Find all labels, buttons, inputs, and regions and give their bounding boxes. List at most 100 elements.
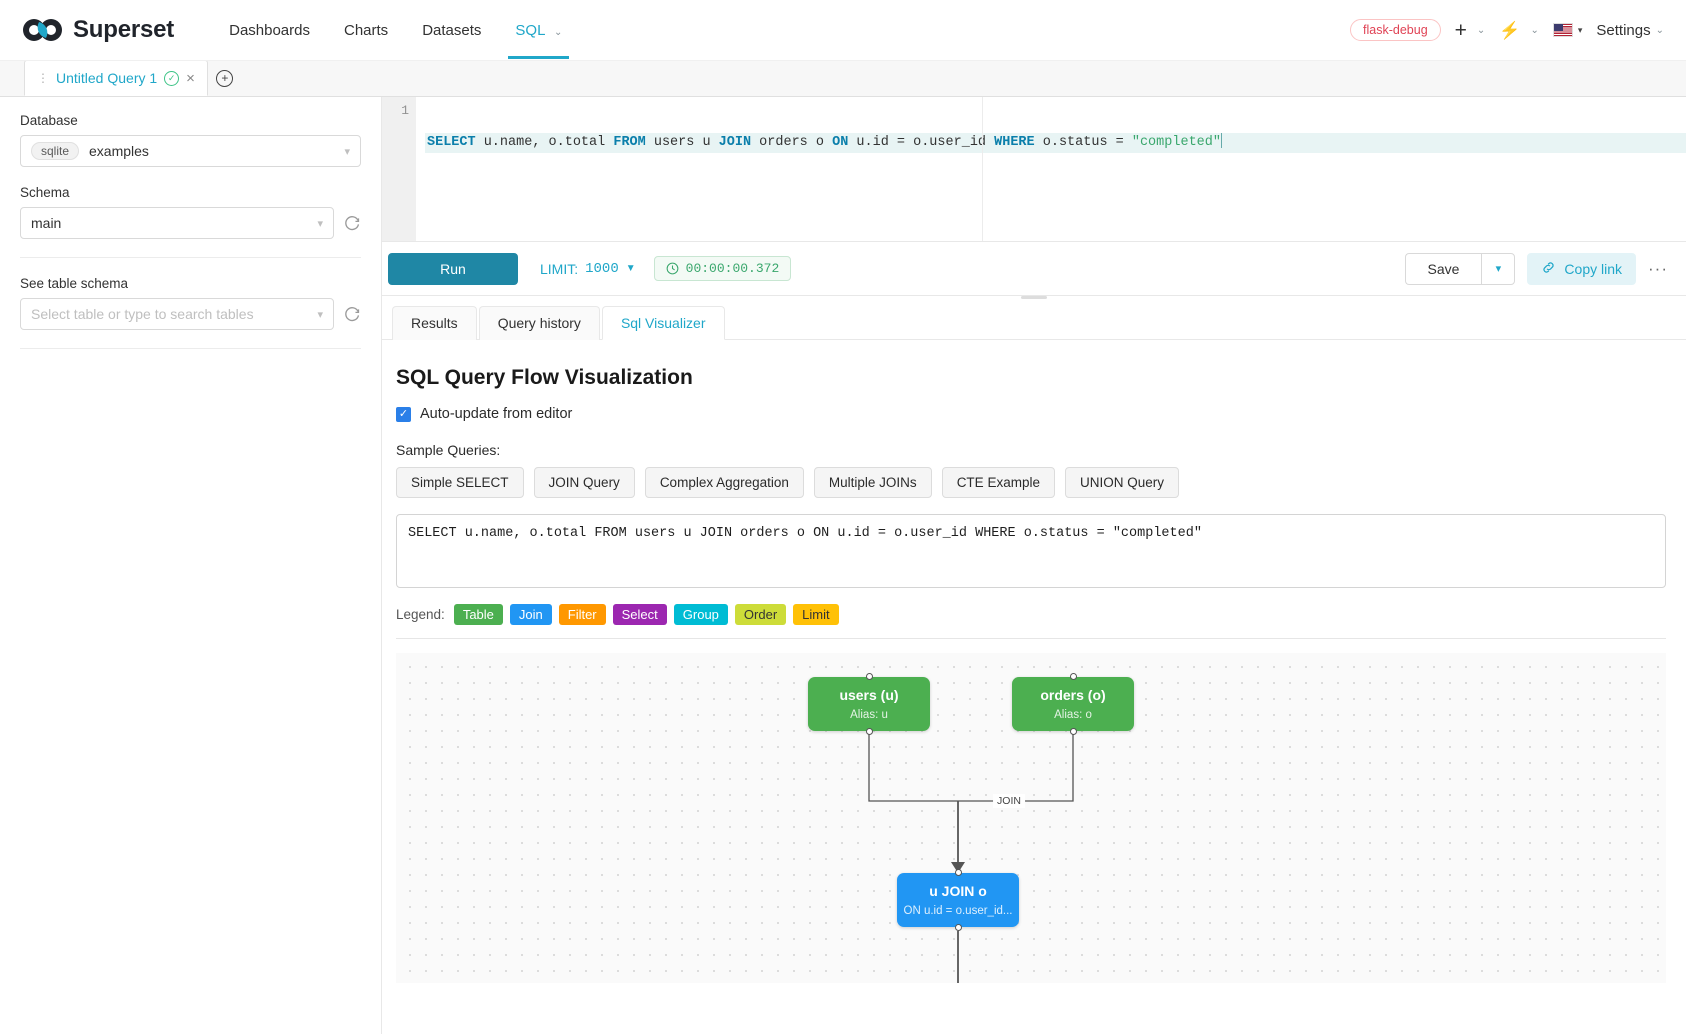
add-query-tab-button[interactable]: + [207,60,242,96]
panel-divider-2 [20,348,361,349]
database-select[interactable]: sqlite examples ▾ [20,135,361,167]
legend-badge-group: Group [673,604,728,625]
nav-link-charts[interactable]: Charts [327,2,405,59]
toolbar-right: Save ▾ Copy link ··· [1404,252,1669,285]
query-tab-label: Untitled Query 1 [56,70,158,86]
nav-link-charts-label: Charts [344,21,389,39]
flow-node-users[interactable]: users (u) Alias: u [808,673,930,735]
sample-button-join-query[interactable]: JOIN Query [533,467,635,498]
schema-label: Schema [20,185,70,200]
navbar-right: flask-debug + ⌄ ⚡ ⌄ ▾ Settings ⌄ [1350,19,1664,41]
line-number: 1 [401,103,409,118]
legend-badge-select: Select [612,604,667,625]
tab-sql-visualizer[interactable]: Sql Visualizer [601,306,725,340]
sample-button-complex-aggregation[interactable]: Complex Aggregation [644,467,804,498]
brand-logo-group[interactable]: Superset [22,16,174,44]
flow-node-orders[interactable]: orders (o) Alias: o [1012,673,1134,735]
legend-badge-order: Order [734,604,787,625]
visualizer-query-input[interactable] [396,514,1666,588]
node-handle-bottom[interactable] [1069,728,1077,735]
save-dropdown-chevron-icon[interactable]: ▾ [1481,252,1516,285]
legend-badge-limit: Limit [793,604,839,625]
copy-link-button[interactable]: Copy link [1527,252,1637,285]
legend-label: Legend: [396,607,445,622]
plus-circle-icon: + [216,69,234,87]
legend: Legend: Table Join Filter Select Group O… [396,591,1666,639]
editor-vertical-rule [982,97,983,241]
bolt-icon: ⚡ [1499,20,1521,40]
new-menu-button[interactable]: + ⌄ [1455,20,1486,41]
more-options-icon[interactable]: ··· [1648,259,1668,278]
editor-side: 1 SELECT u.name, o.total FROM users u JO… [382,97,1686,1034]
flow-node-join-condition: ON u.id = o.user_id... [903,904,1013,917]
sample-queries-buttons: Simple SELECT JOIN Query Complex Aggrega… [396,467,1666,498]
panel-resize-handle[interactable] [1021,296,1047,299]
schema-field: Schema main ▾ [20,185,361,239]
editor-code-area[interactable]: SELECT u.name, o.total FROM users u JOIN… [416,97,1686,241]
chevron-down-icon: ▾ [344,145,350,158]
node-handle-top[interactable] [865,673,873,680]
flow-node-orders-alias: Alias: o [1054,708,1092,721]
node-handle-bottom[interactable] [865,728,873,735]
settings-label: Settings [1596,21,1651,39]
tab-results[interactable]: Results [392,306,477,340]
triangle-down-icon: ▼ [625,263,636,274]
quick-actions-button[interactable]: ⚡ ⌄ [1499,22,1539,39]
table-schema-label: See table schema [20,276,129,291]
run-button[interactable]: Run [388,252,518,285]
legend-badge-filter: Filter [558,604,606,625]
query-timer: 00:00:00.372 [653,256,792,281]
node-handle-bottom[interactable] [954,924,962,931]
chevron-down-icon: ▾ [317,308,323,321]
settings-menu[interactable]: Settings ⌄ [1596,22,1664,39]
auto-update-checkbox-row[interactable]: ✓ Auto-update from editor [396,406,1666,422]
limit-value: 1000 [585,260,619,277]
superset-logo-icon [22,17,64,43]
nav-link-dashboards-label: Dashboards [229,21,310,39]
table-select[interactable]: Select table or type to search tables ▾ [20,298,334,330]
flow-edge-label-join: JOIN [993,794,1025,808]
drag-handle-icon[interactable]: ⋮ [37,71,49,85]
auto-update-label: Auto-update from editor [420,406,573,422]
limit-label: LIMIT: [540,260,579,277]
sample-button-cte-example[interactable]: CTE Example [941,467,1055,498]
flow-canvas[interactable]: users (u) Alias: u orders (o) Alias: o u… [396,653,1666,983]
nav-link-sql[interactable]: SQL ⌄ [498,2,579,59]
nav-link-datasets[interactable]: Datasets [405,2,498,59]
panel-divider [20,257,361,258]
success-check-icon: ✓ [164,70,180,86]
sample-button-simple-select[interactable]: Simple SELECT [396,467,524,498]
save-button[interactable]: Save [1404,252,1482,285]
nav-link-dashboards[interactable]: Dashboards [212,2,327,59]
language-selector[interactable]: ▾ [1552,23,1583,37]
flask-debug-badge: flask-debug [1350,19,1441,41]
timer-value: 00:00:00.372 [685,261,780,276]
schema-value: main [31,215,62,231]
sample-queries-label: Sample Queries: [396,442,501,458]
refresh-schema-icon[interactable] [344,215,361,232]
brand-name: Superset [73,16,175,43]
sample-button-union-query[interactable]: UNION Query [1064,467,1179,498]
nav-link-datasets-label: Datasets [422,21,482,39]
schema-select[interactable]: main ▾ [20,207,334,239]
flow-node-join[interactable]: u JOIN o ON u.id = o.user_id... [897,869,1019,931]
limit-dropdown[interactable]: LIMIT: 1000 ▼ [540,261,636,277]
flow-node-users-title: users (u) [839,687,899,704]
page-title: SQL Query Flow Visualization [396,366,693,389]
editor-code-line: SELECT u.name, o.total FROM users u JOIN… [425,133,1686,153]
sample-button-multiple-joins[interactable]: Multiple JOINs [813,467,932,498]
node-handle-top[interactable] [954,869,962,876]
workspace: Database sqlite examples ▾ Schema main ▾ [0,97,1686,1034]
tab-query-history[interactable]: Query history [478,306,600,340]
database-label: Database [20,113,78,128]
auto-update-checkbox[interactable]: ✓ [396,406,411,422]
database-field: Database sqlite examples ▾ [20,113,361,167]
query-tab-untitled-query-1[interactable]: ⋮ Untitled Query 1 ✓ × [24,60,208,96]
close-icon[interactable]: × [186,69,195,87]
sql-editor[interactable]: 1 SELECT u.name, o.total FROM users u JO… [382,97,1686,242]
node-handle-top[interactable] [1069,673,1077,680]
nav-link-sql-label: SQL [515,21,545,39]
refresh-tables-icon[interactable] [344,306,361,323]
left-panel: Database sqlite examples ▾ Schema main ▾ [0,97,382,1034]
triangle-down-icon: ▾ [1577,24,1583,35]
